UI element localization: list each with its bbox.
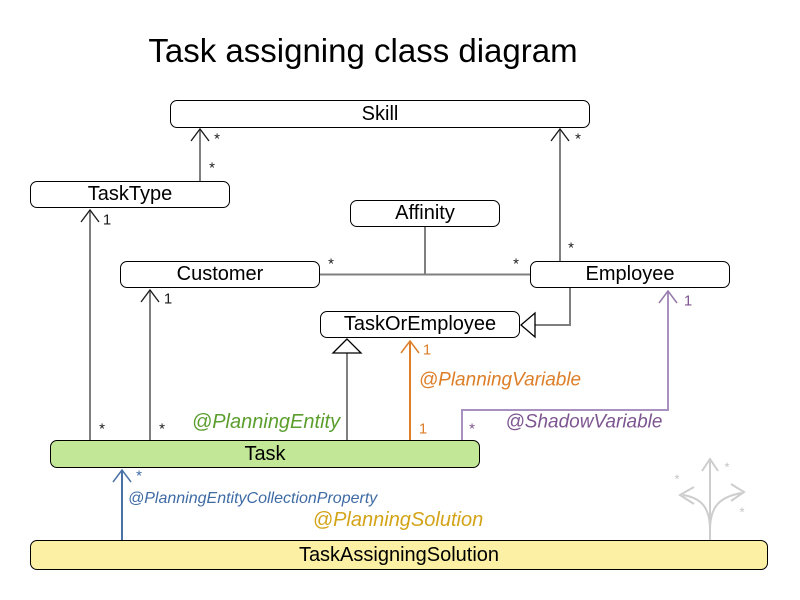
multiplicity-customer-end: * [328, 255, 334, 273]
annotation-planning-variable: @PlanningVariable [418, 369, 582, 391]
multiplicity-shadow-variable-one: 1 [683, 292, 693, 310]
planning-entity-collection-arrow [112, 468, 132, 540]
multiplicity-tasktype-skill: * [209, 159, 215, 177]
problem-facts-fanout-arrows [678, 457, 746, 540]
multiplicity-task-customer-many: * [159, 420, 165, 438]
multiplicity-collection-many: * [136, 467, 142, 485]
annotation-planning-solution: @PlanningSolution [312, 509, 484, 531]
class-taskoremployee: TaskOrEmployee [320, 311, 520, 338]
multiplicity-fanout-right: * [739, 504, 745, 520]
class-customer: Customer [120, 261, 320, 288]
planning-variable-arrow [400, 339, 420, 440]
multiplicity-employee-end: * [513, 255, 519, 273]
annotation-shadow-variable: @ShadowVariable [505, 411, 663, 433]
open-arrowhead-icons [80, 127, 570, 303]
class-affinity: Affinity [350, 200, 500, 227]
class-taskassigningsolution: TaskAssigningSolution [30, 540, 768, 570]
class-skill: Skill [170, 100, 590, 128]
multiplicity-employee-skill: * [568, 239, 574, 257]
class-employee: Employee [530, 261, 730, 288]
multiplicity-task-tasktype-many: * [99, 420, 105, 438]
multiplicity-skill-tasktype: * [214, 130, 220, 148]
multiplicity-shadow-variable-many: * [469, 420, 475, 438]
multiplicity-planning-variable-bottom: 1 [418, 420, 428, 438]
shadow-variable-arrow [461, 289, 678, 440]
class-tasktype: TaskType [30, 181, 230, 208]
annotation-planning-entity: @PlanningEntity [191, 411, 341, 433]
employee-taskoremployee-generalization [520, 288, 571, 339]
multiplicity-fanout-top: * [724, 459, 730, 475]
class-task: Task [50, 440, 480, 468]
multiplicity-tasktype-one: 1 [102, 211, 112, 229]
multiplicity-customer-one: 1 [163, 290, 173, 308]
multiplicity-planning-variable-top: 1 [422, 341, 432, 359]
multiplicity-fanout-left: * [674, 471, 680, 487]
diagram-title: Task assigning class diagram [148, 32, 578, 69]
multiplicity-skill-employee: * [575, 130, 581, 148]
task-taskoremployee-generalization [331, 338, 363, 440]
annotation-collection-property: @PlanningEntityCollectionProperty [128, 490, 378, 507]
